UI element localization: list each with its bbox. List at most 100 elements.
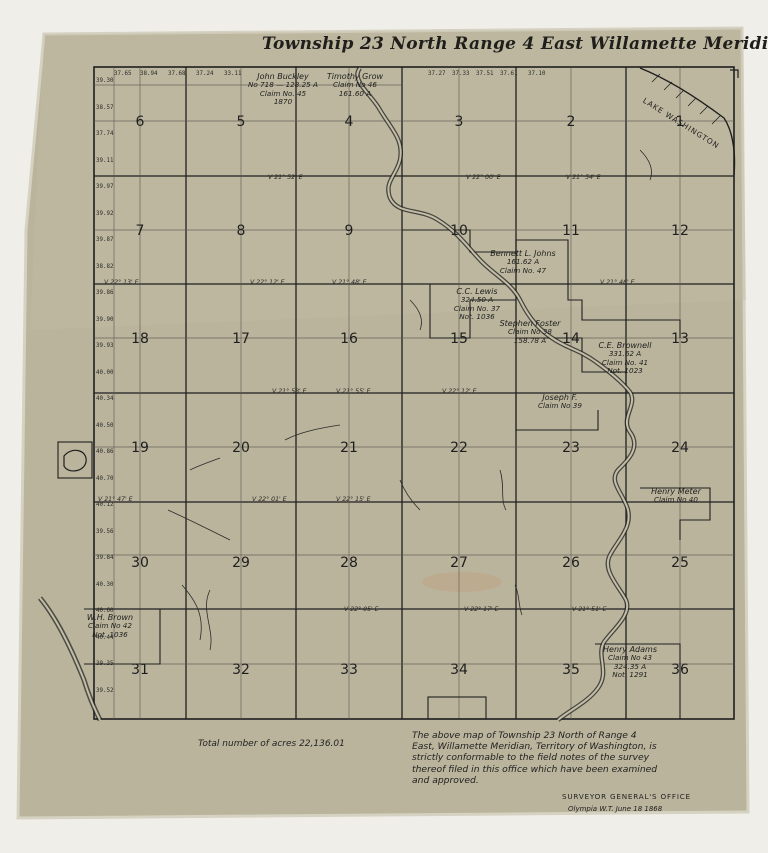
bearing-label: V 22° 12' E [250, 279, 285, 286]
claim-detail: Claim No 46 [333, 80, 377, 90]
stain-mark [422, 572, 502, 592]
section-number: 10 [450, 223, 468, 239]
bearing-label: V 21° 54' E [566, 174, 601, 181]
top-edge-value: 37.68 [168, 71, 186, 77]
section-number: 15 [450, 331, 468, 347]
pond [63, 449, 87, 472]
claim-detail: Claim No. 45 [259, 88, 307, 98]
section-number: 20 [232, 440, 250, 456]
claim-detail: Claim No 38 [508, 327, 552, 337]
river-inner [356, 67, 636, 721]
top-edge-value: 33.11 [224, 71, 242, 77]
claim-detail: Claim No. 41 [601, 357, 649, 367]
section-number: 35 [562, 662, 580, 678]
cert-line: East, Willamette Meridian, Territory of … [412, 741, 657, 753]
lake-shore-hatch [651, 73, 721, 125]
left-edge-value: 39.90 [96, 316, 114, 323]
left-edge-value: 40.50 [96, 422, 114, 429]
claim-detail: Not. 1291 [612, 670, 648, 680]
section-number: 1 [675, 114, 685, 130]
left-edge-value: 39.87 [96, 237, 114, 243]
section-number: 14 [562, 331, 580, 347]
paper-shading [30, 28, 746, 330]
corner-mark [730, 69, 739, 78]
left-edge-value: 39.11 [96, 157, 114, 164]
claim-detail: 161.60 A [338, 88, 372, 98]
top-edge-value: 37.33 [452, 71, 470, 77]
bearing-label: V 21° 52' E [268, 174, 303, 181]
bearing-label: V 22° 01' E [252, 496, 287, 503]
claim-detail: 331.62 A [608, 349, 642, 359]
top-edge-value: 37.10 [528, 71, 546, 77]
top-edge-value: 37.51 [476, 71, 494, 77]
left-edge-value: 40.12 [96, 502, 114, 508]
section-number: 11 [562, 223, 580, 239]
left-edge-value: 39.35 [96, 661, 114, 667]
left-edge-value: 39.84 [96, 555, 114, 561]
certification-text: The above map of Township 23 North of Ra… [412, 730, 738, 786]
section-number: 18 [131, 331, 149, 347]
claim-owner: Timothy Grow [326, 72, 384, 81]
total-acres: Total number of acres 22,136.01 [198, 739, 345, 749]
section-number: 30 [131, 555, 149, 571]
lake-shore [639, 67, 736, 176]
section-number: 31 [131, 662, 149, 678]
left-edge-value: 39.86 [96, 290, 114, 296]
section-number: 26 [562, 555, 580, 571]
section-number: 22 [450, 440, 468, 456]
top-edge-value: 37.24 [196, 71, 214, 77]
claim-detail: 324.35 A [613, 661, 647, 671]
left-edge-value: 40.30 [96, 581, 114, 588]
claim-detail: Not. 1023 [607, 366, 643, 376]
section-number: 34 [450, 662, 468, 678]
left-edge-value: 39.52 [96, 687, 114, 694]
claim-detail: 161.62 A [506, 257, 540, 267]
place-date-text: Olympia W.T. June 18 1868 [568, 805, 663, 813]
claim-owner: W.H. Brown [86, 613, 134, 622]
bearing-label: V 21° 48' E [332, 279, 367, 286]
claim-detail: Claim No. 47 [499, 265, 547, 275]
claim-owner: Henry Adams [603, 645, 657, 654]
office-text: SURVEYOR GENERAL'S OFFICE [562, 792, 691, 801]
claim-detail: Not. 1036 [459, 312, 495, 322]
claim-detail: 158.78 A [513, 335, 547, 345]
bearing-label: V 22° 05' E [344, 606, 379, 613]
left-edge-value: 37.74 [96, 131, 114, 137]
left-edge-value: 40.44 [96, 634, 114, 641]
section-number: 25 [671, 555, 689, 571]
left-edge-value: 40.70 [96, 475, 114, 482]
section-number: 3 [454, 114, 464, 130]
section-number: 8 [236, 223, 246, 239]
left-edge-value: 39.93 [96, 343, 114, 349]
claim-detail: Claim No 39 [538, 401, 582, 411]
claim-owner: Stephen Foster [499, 319, 561, 328]
claim-owner: C.E. Brownell [598, 341, 652, 350]
cert-line: The above map of Township 23 North of Ra… [412, 730, 637, 741]
section-number: 23 [562, 440, 580, 456]
left-edge-value: 40.86 [96, 449, 114, 455]
section-number: 24 [671, 440, 689, 456]
claim-detail: Claim No 43 [608, 653, 652, 663]
section-number: 36 [671, 662, 689, 678]
claim-owner: John Buckley [257, 72, 309, 81]
left-edge-value: 38.57 [96, 104, 114, 111]
bearing-label: V 22° 00' E [466, 174, 501, 181]
bearing-label: V 21° 47' E [98, 496, 133, 503]
section-number: 5 [236, 114, 246, 130]
left-edge-value: 39.30 [96, 78, 114, 84]
left-edge-value: 39.56 [96, 528, 114, 535]
left-edge-value: 40.00 [96, 369, 114, 376]
claim-detail: Claim No 42 [88, 621, 132, 631]
bearing-label: V 22° 15' E [336, 496, 371, 503]
claim-detail: 1870 [273, 97, 293, 107]
left-edge-value: 39.92 [96, 210, 114, 217]
quarter-lines [94, 67, 734, 719]
section-number: 2 [566, 114, 576, 130]
section-number: 4 [344, 114, 354, 130]
